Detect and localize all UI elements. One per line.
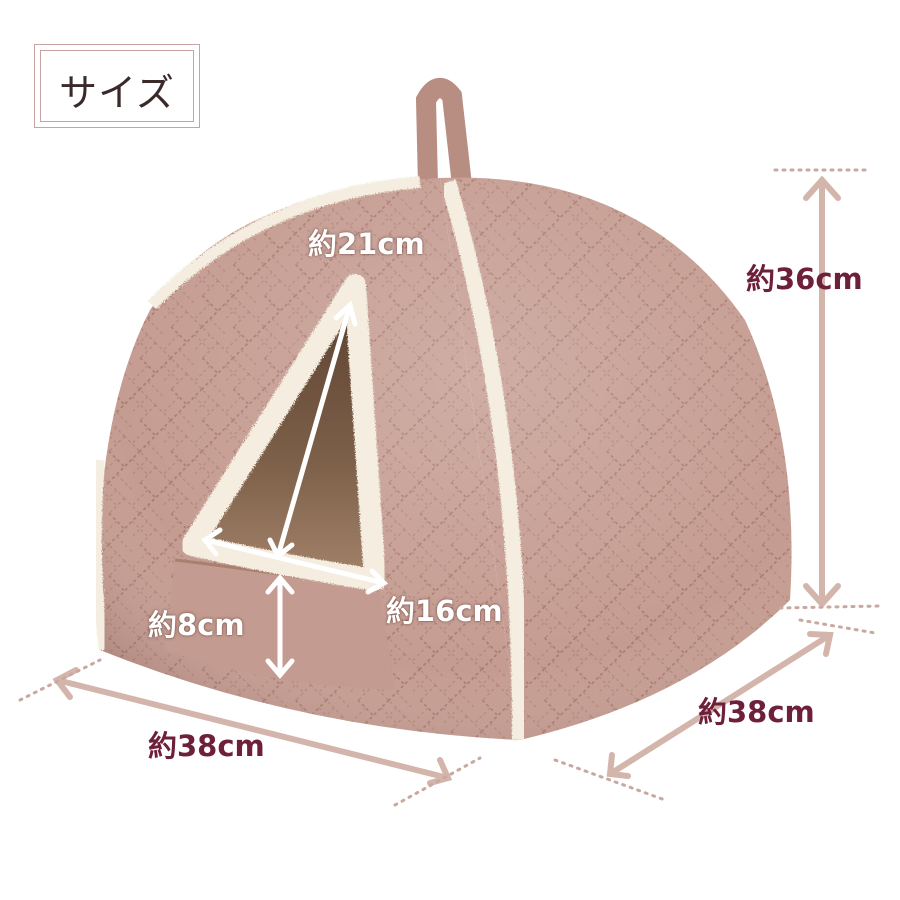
heading-label: サイズ	[59, 71, 175, 115]
total-height-label: 約36cm	[746, 262, 863, 296]
heading-frame-inner	[40, 50, 194, 122]
size-heading: サイズ	[34, 44, 200, 128]
center-seam-trim	[440, 179, 528, 741]
step-height-arrow	[265, 574, 295, 679]
doorway-interior	[192, 285, 375, 580]
entrance-step-label: 約8cm	[148, 608, 245, 642]
side-depth-label: 約38cm	[698, 695, 815, 729]
heading-frame-outer	[34, 44, 200, 128]
left-edge-trim	[91, 459, 109, 651]
opening-width-label: 約16cm	[386, 594, 503, 628]
front-width-label: 約38cm	[148, 729, 265, 763]
opening-width-arrow	[201, 527, 389, 595]
dotted-guides	[18, 168, 882, 807]
hanging-loop	[415, 78, 472, 195]
top-left-seam-trim	[147, 176, 421, 310]
total-height-arrow	[803, 175, 841, 609]
side-depth-arrow	[606, 631, 834, 779]
opening-height-label: 約21cm	[308, 227, 425, 261]
